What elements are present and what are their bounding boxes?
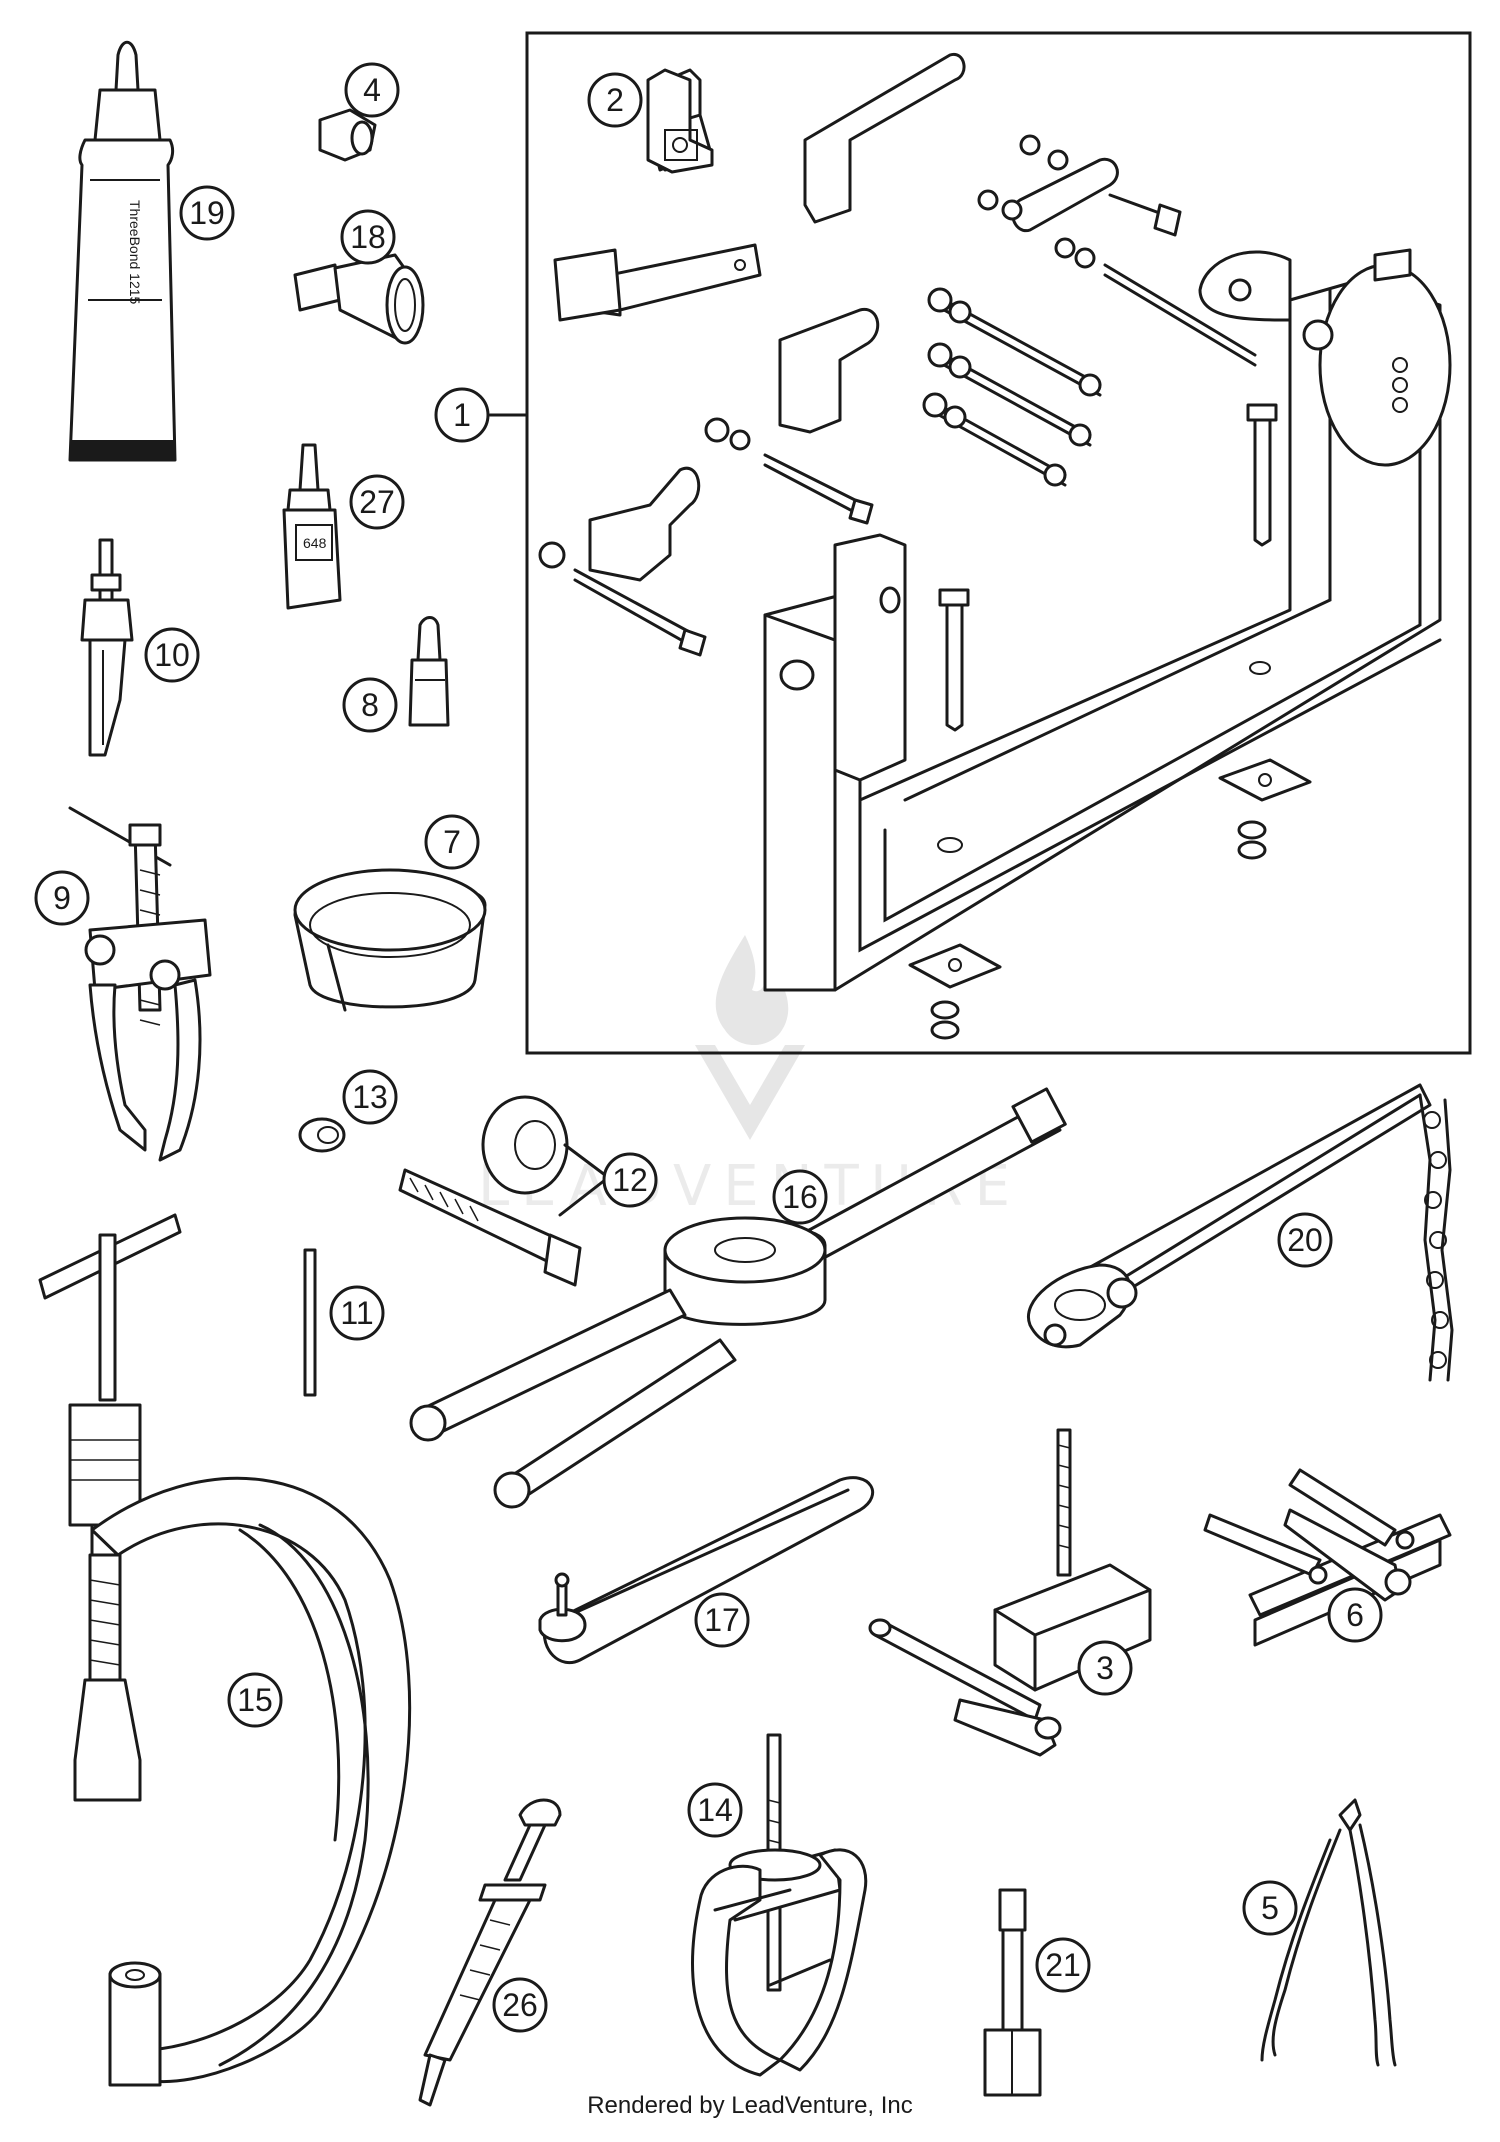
glue-bottle-27: 648 — [282, 443, 342, 610]
callouts: 1 2 3 4 5 6 7 8 9 10 11 12 13 14 15 16 1… — [34, 62, 1383, 2033]
bearing-13 — [298, 1117, 346, 1153]
callout-10: 10 — [144, 627, 200, 683]
puller-10 — [80, 538, 134, 757]
ring-clamp-7 — [293, 868, 487, 1012]
holder-chain-20 — [1026, 1083, 1454, 1382]
callout-13: 13 — [342, 1069, 398, 1125]
callout-20: 20 — [1277, 1212, 1333, 1268]
bottle-8 — [408, 616, 450, 727]
svg-text:27: 27 — [359, 484, 395, 520]
flywheel-puller-16 — [409, 1087, 1067, 1509]
callout-16: 16 — [772, 1169, 828, 1225]
puller-plate-6 — [1203, 1468, 1452, 1647]
stand-group-frame — [525, 31, 1472, 1055]
callout-8: 8 — [342, 677, 398, 733]
svg-text:13: 13 — [352, 1079, 388, 1115]
callout-14: 14 — [687, 1782, 743, 1838]
svg-text:21: 21 — [1045, 1947, 1081, 1983]
svg-text:4: 4 — [363, 72, 381, 108]
engine-stand — [538, 52, 1452, 1040]
svg-text:3: 3 — [1096, 1650, 1114, 1686]
callout-17: 17 — [694, 1592, 750, 1648]
callout-11: 11 — [329, 1285, 385, 1341]
svg-text:5: 5 — [1261, 1890, 1279, 1926]
svg-text:26: 26 — [502, 1987, 538, 2023]
svg-text:7: 7 — [443, 824, 461, 860]
bracket-2 — [646, 68, 714, 174]
holding-wrench-17 — [538, 1476, 874, 1664]
svg-text:2: 2 — [606, 82, 624, 118]
svg-text:10: 10 — [154, 637, 190, 673]
svg-text:17: 17 — [704, 1602, 740, 1638]
callout-21: 21 — [1035, 1937, 1091, 1993]
callout-9: 9 — [34, 870, 90, 926]
svg-text:11: 11 — [340, 1295, 373, 1331]
bearing-puller-14 — [691, 1733, 868, 2077]
callout-6: 6 — [1327, 1587, 1383, 1643]
callout-12: 12 — [602, 1152, 658, 1208]
svg-text:18: 18 — [350, 219, 386, 255]
nozzle-4 — [318, 108, 377, 162]
svg-text:8: 8 — [361, 687, 379, 723]
bottle-label: 648 — [303, 535, 327, 551]
callout-5: 5 — [1242, 1880, 1298, 1936]
svg-text:15: 15 — [237, 1682, 273, 1718]
callout-27: 27 — [349, 474, 405, 530]
callout-3: 3 — [1077, 1640, 1133, 1696]
jaw-puller-9 — [68, 806, 212, 1162]
adapter-18 — [293, 253, 425, 345]
circlip-pliers-5 — [1260, 1798, 1397, 2067]
callout-4: 4 — [344, 62, 400, 118]
svg-text:12: 12 — [612, 1162, 648, 1198]
svg-text:16: 16 — [782, 1179, 818, 1215]
threebond-tube: ThreeBond 1215 — [68, 40, 177, 462]
bolt-roller-12 — [398, 1095, 607, 1287]
callout-7: 7 — [424, 814, 480, 870]
callout-18: 18 — [340, 209, 396, 265]
callout-15: 15 — [227, 1672, 283, 1728]
footer-credit: Rendered by LeadVenture, Inc — [587, 2092, 913, 2119]
tube-label: ThreeBond 1215 — [127, 200, 143, 305]
svg-text:20: 20 — [1287, 1222, 1323, 1258]
svg-text:9: 9 — [53, 880, 71, 916]
pin-11 — [303, 1248, 317, 1397]
crank-puller-3 — [868, 1428, 1152, 1757]
callout-2: 2 — [587, 72, 643, 128]
callout-19: 19 — [179, 185, 235, 241]
syringe-26 — [418, 1798, 562, 2107]
svg-text:1: 1 — [453, 397, 471, 433]
callout-26: 26 — [492, 1977, 548, 2033]
svg-text:6: 6 — [1346, 1597, 1364, 1633]
svg-text:14: 14 — [697, 1792, 733, 1828]
svg-text:19: 19 — [189, 195, 225, 231]
valve-spring-compressor-15 — [38, 1213, 412, 2087]
socket-tool-21 — [983, 1888, 1042, 2097]
callout-1: 1 — [434, 387, 490, 443]
